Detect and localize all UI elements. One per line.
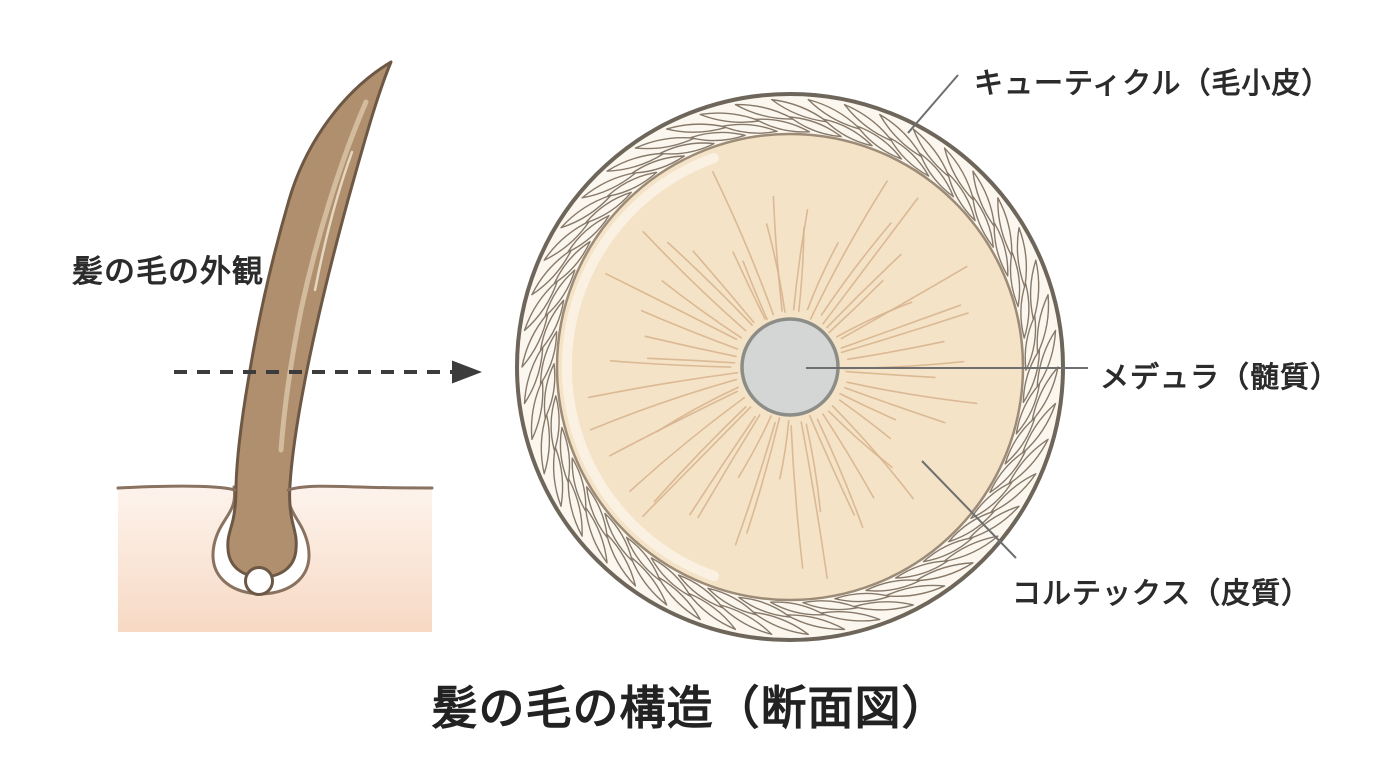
hair-cross-section [515, 92, 1065, 642]
hair-papilla [244, 566, 274, 596]
skin-surface-left [116, 484, 237, 492]
cortex-label: コルテックス（皮質） [1012, 576, 1312, 610]
cortex-leader-line [921, 460, 1017, 559]
hair-highlight-bright [313, 150, 354, 292]
hair-side-view [116, 60, 434, 632]
side-view-label: 髪の毛の外観 [72, 254, 264, 290]
cross-section-arrow [174, 360, 482, 384]
diagram-title: 髪の毛の構造（断面図） [431, 681, 949, 735]
arrow-head-icon [452, 360, 482, 384]
cuticle-label: キューティクル（毛小皮） [974, 66, 1332, 100]
cortex-edge-highlight [561, 153, 719, 581]
cuticle-braid-pattern [521, 98, 1059, 636]
hair-highlight [278, 99, 369, 453]
cuticle-leader-line [907, 74, 959, 134]
medulla-label: メデュラ（髄質） [1100, 360, 1341, 394]
leader-lines [806, 74, 1088, 559]
skin-surface-right [286, 484, 434, 492]
